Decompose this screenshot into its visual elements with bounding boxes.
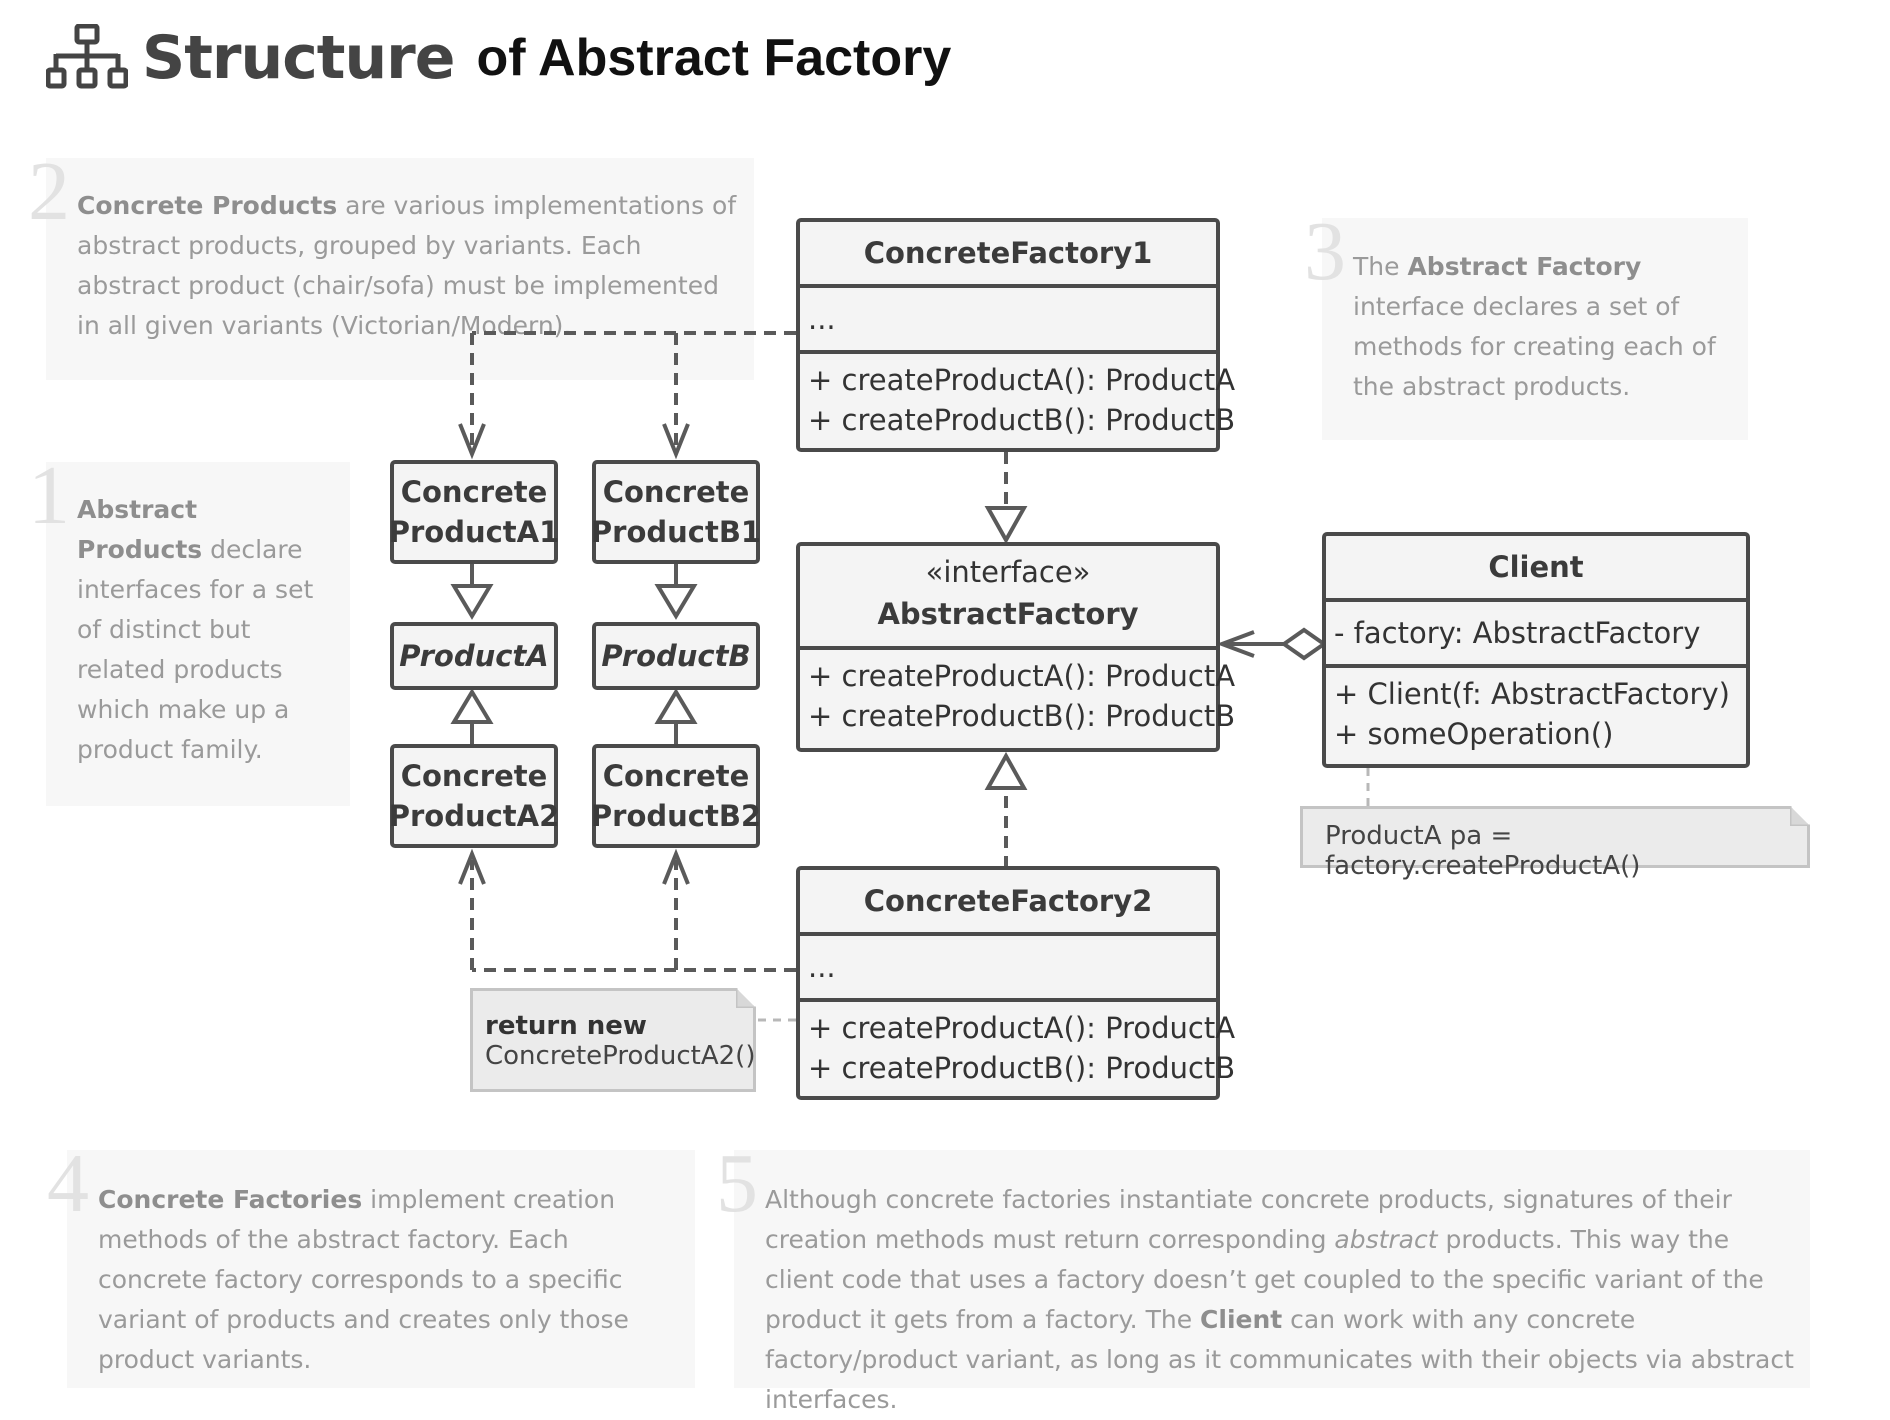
class-client: Client - factory: AbstractFactory + Clie… (1322, 532, 1750, 768)
note-number: 2 (28, 145, 70, 238)
code-keyword: return new (485, 1011, 647, 1041)
method: + createProductA(): ProductA (808, 1011, 1236, 1045)
class-fields: ... (800, 932, 1216, 998)
method: + createProductB(): ProductB (808, 403, 1236, 437)
method: + createProductA(): ProductA (808, 659, 1236, 693)
note-text: Abstract Products declare interfaces for… (77, 490, 327, 770)
method: + createProductA(): ProductA (808, 363, 1236, 397)
note-number: 3 (1304, 205, 1346, 298)
note-abstract-products (46, 462, 350, 806)
cf2-dependency-lines (470, 860, 796, 972)
cf1-dependency-arrowheads (458, 423, 690, 460)
interface-product-a: ProductA (390, 622, 558, 690)
cf2-realization-arrowhead (984, 751, 1028, 790)
client-note-fold (1790, 806, 1810, 826)
note-text: Concrete Products are various implementa… (77, 186, 737, 346)
note-concrete-factories (67, 1150, 695, 1388)
product-line: ProductB2 (590, 799, 762, 833)
class-name: Client (1488, 550, 1584, 584)
class-concrete-product-a2: Concrete ProductA2 (388, 744, 560, 848)
note-body: products. This way the client code that … (765, 1225, 1764, 1334)
class-name: ConcreteFactory2 (863, 884, 1153, 918)
client-aggregation-diamond (1280, 627, 1328, 661)
class-name: AbstractFactory (877, 597, 1139, 631)
note-abstract-factory (1322, 218, 1748, 440)
stereotype: «interface» (925, 555, 1091, 589)
class-methods: + Client(f: AbstractFactory) + someOpera… (1326, 664, 1746, 754)
note-text: The Abstract Factory interface declares … (1353, 247, 1723, 407)
cf2-note-fold (736, 988, 756, 1008)
class-concrete-factory-2: ConcreteFactory2 ... + createProductA():… (796, 866, 1236, 1100)
product-name: ProductA (399, 639, 549, 673)
b2-generalization-arrowhead (654, 688, 698, 724)
product-line: Concrete (602, 759, 750, 793)
note-number: 5 (716, 1137, 758, 1230)
class-concrete-factory-1: ConcreteFactory1 ... + createProductA():… (796, 218, 1236, 452)
class-name: ConcreteFactory1 (863, 236, 1153, 270)
class-concrete-product-b2: Concrete ProductB2 (590, 744, 762, 848)
header: Structure of Abstract Factory (46, 18, 951, 98)
product-line: ProductA1 (388, 515, 560, 549)
product-name: ProductB (601, 639, 751, 673)
product-line: ProductB1 (590, 515, 762, 549)
class-fields: - factory: AbstractFactory (1326, 598, 1746, 664)
note-bold: Concrete Factories (98, 1185, 363, 1214)
note-lead: The (1353, 252, 1408, 281)
note-body: implement creation methods of the abstra… (98, 1185, 629, 1374)
class-methods: + createProductA(): ProductA + createPro… (800, 646, 1236, 736)
note-body: Although concrete factories instantiate … (765, 1185, 1732, 1254)
interface-abstract-factory: «interface» AbstractFactory + createProd… (796, 542, 1236, 752)
cf2-dependency-arrowheads (458, 848, 690, 885)
class-concrete-product-b1: Concrete ProductB1 (590, 460, 762, 564)
note-text: Concrete Factories implement creation me… (98, 1180, 678, 1380)
a1-generalization-arrowhead (450, 584, 494, 620)
note-body: declare interfaces for a set of distinct… (77, 535, 314, 764)
note-concrete-products (46, 158, 754, 380)
method: + Client(f: AbstractFactory) (1334, 677, 1730, 711)
class-concrete-product-a1: Concrete ProductA1 (388, 460, 560, 564)
note-body: interface declares a set of methods for … (1353, 292, 1716, 401)
product-line: ProductA2 (388, 799, 560, 833)
class-methods: + createProductA(): ProductA + createPro… (800, 350, 1236, 440)
note-italic: abstract (1334, 1225, 1438, 1254)
note-body: are various implementations of abstract … (77, 191, 737, 340)
b1-generalization-arrowhead (654, 584, 698, 620)
class-fields: ... (800, 284, 1216, 350)
interface-header: «interface» AbstractFactory (800, 546, 1216, 646)
note-client-explanation (734, 1150, 1810, 1388)
note-number: 4 (47, 1137, 89, 1230)
code-text: ProductA pa = factory.createProductA() (1325, 821, 1641, 881)
method: + someOperation() (1334, 717, 1614, 751)
method: + createProductB(): ProductB (808, 1051, 1236, 1085)
a2-generalization-arrowhead (450, 688, 494, 724)
product-line: Concrete (602, 475, 750, 509)
code-text: ConcreteProductA2() (485, 1041, 756, 1071)
class-methods: + createProductA(): ProductA + createPro… (800, 998, 1236, 1088)
note-bold: Abstract Products (77, 495, 203, 564)
cf2-code-note: return new ConcreteProductA2() (470, 988, 756, 1092)
note-number: 1 (28, 449, 70, 542)
product-line: Concrete (400, 475, 548, 509)
interface-product-b: ProductB (592, 622, 760, 690)
note-bold: Concrete Products (77, 191, 338, 220)
client-code-note: ProductA pa = factory.createProductA() (1300, 806, 1810, 881)
product-line: Concrete (400, 759, 548, 793)
note-text: Although concrete factories instantiate … (765, 1180, 1795, 1420)
note-bold: Abstract Factory (1407, 252, 1642, 281)
cf1-realization-arrowhead (984, 506, 1028, 545)
cf1-dependency-lines (470, 331, 796, 448)
page-subtitle: of Abstract Factory (476, 29, 952, 87)
client-aggregation-arrowhead (1216, 630, 1255, 658)
page-title: Structure (142, 23, 455, 93)
method: + createProductB(): ProductB (808, 699, 1236, 733)
structure-hierarchy-icon (46, 24, 128, 89)
note-bold: Client (1200, 1305, 1283, 1334)
